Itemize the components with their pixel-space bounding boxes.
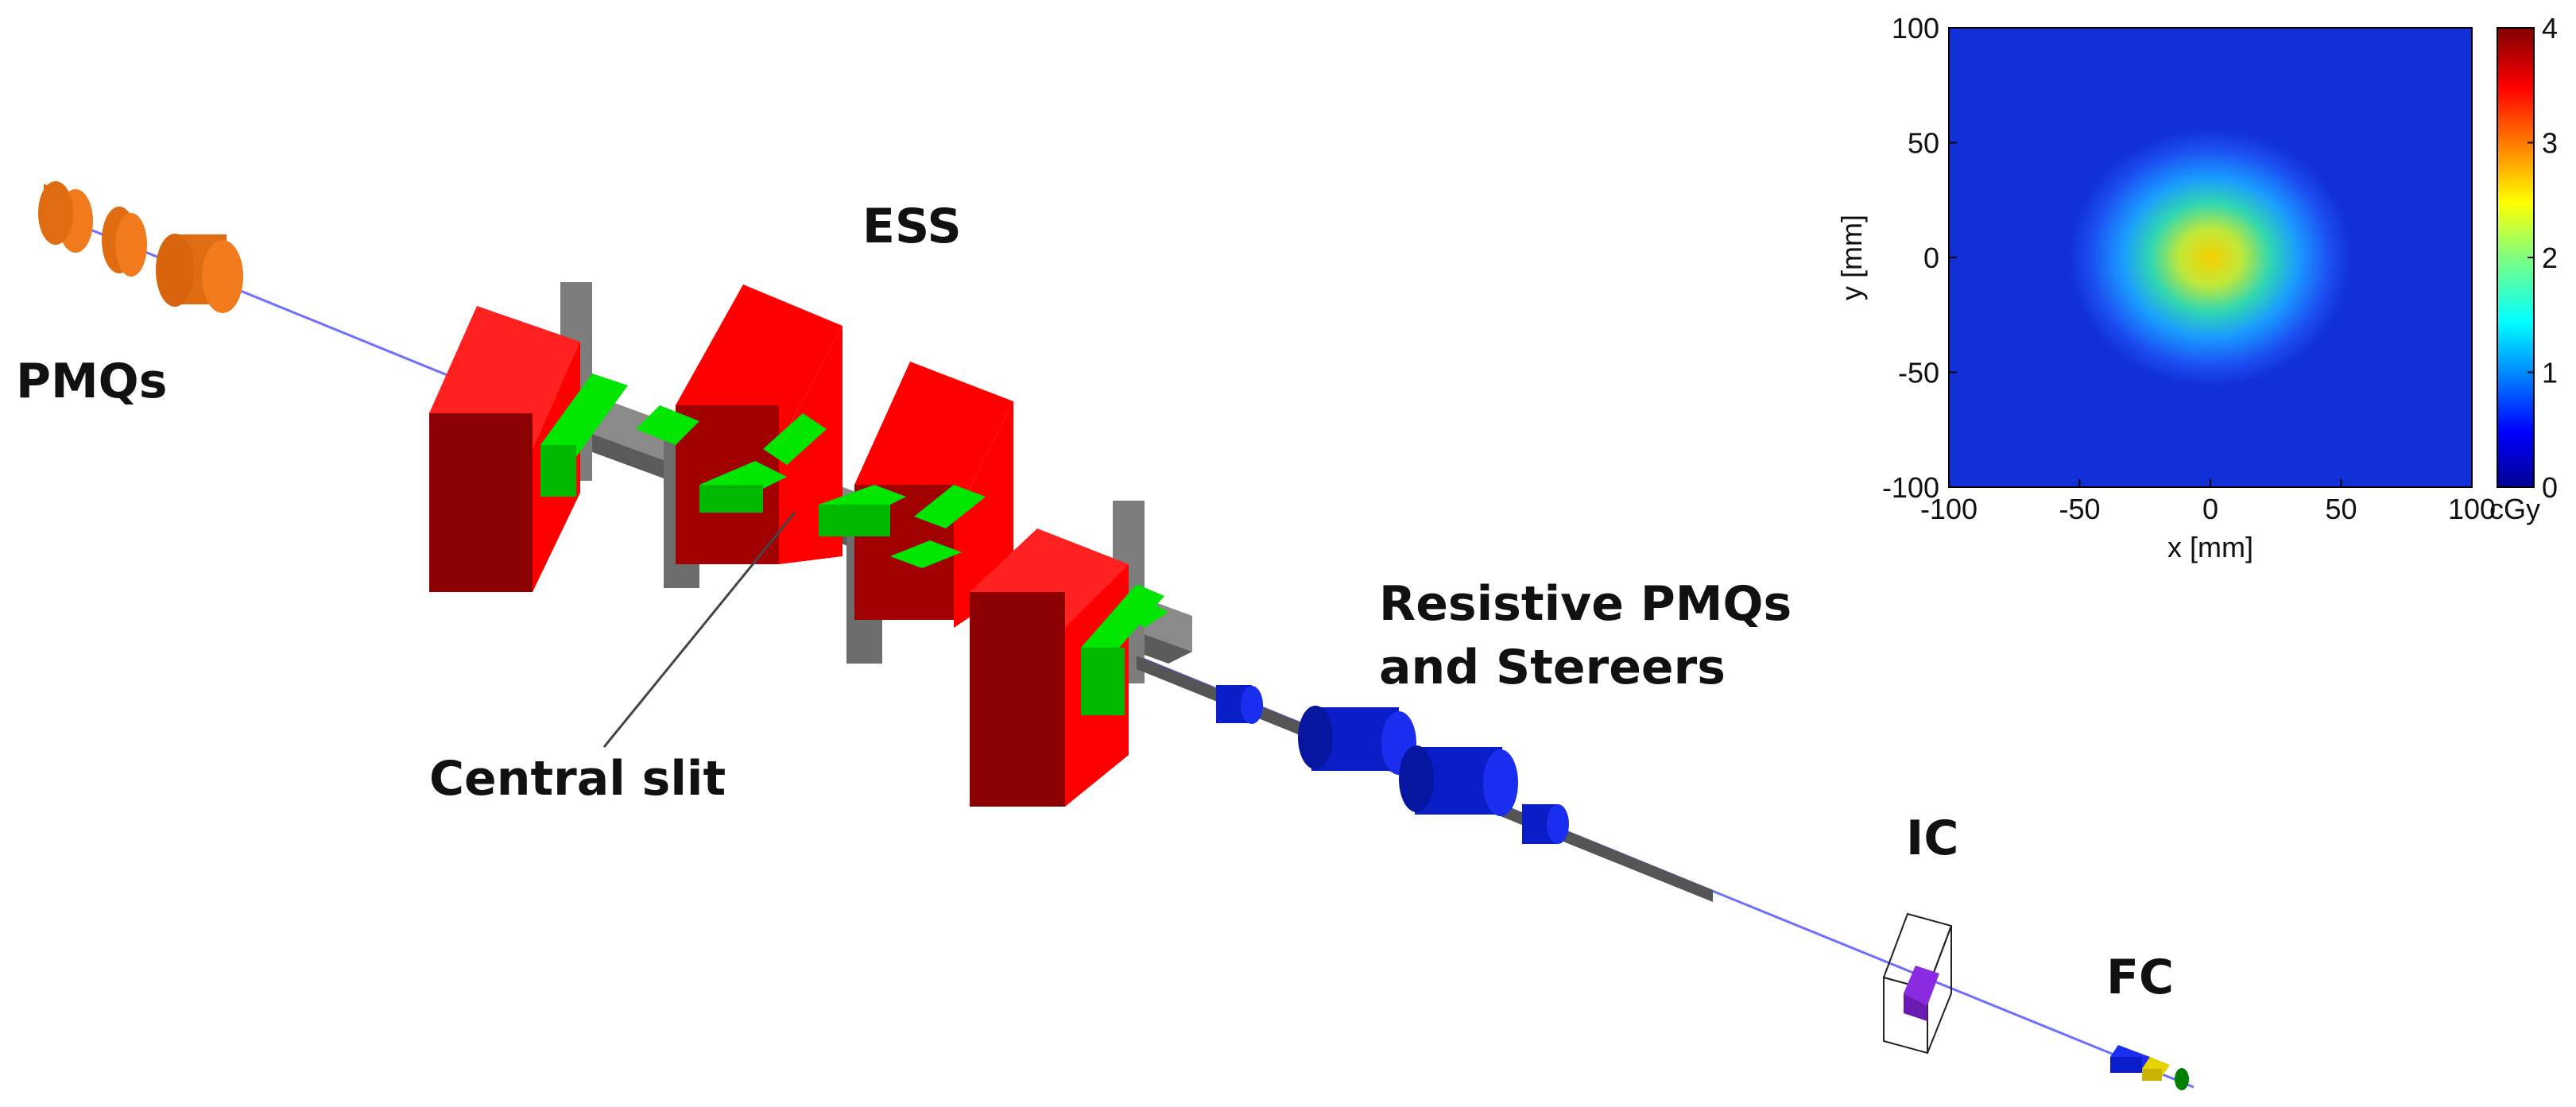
colorbar-tick-label: 4 xyxy=(2542,12,2558,45)
faraday-cup-icon: FC xyxy=(2106,950,2189,1090)
ic-label: IC xyxy=(1906,811,1958,866)
colorbar-unit: cGy xyxy=(2489,493,2540,525)
pmq-cylinder-icon xyxy=(102,207,147,277)
central-slit-pointer xyxy=(602,512,796,748)
ess-label: ESS xyxy=(862,199,962,254)
quadrupole-cylinder-icon xyxy=(1298,706,1416,775)
quadrupole-cylinder-icon xyxy=(1399,745,1518,816)
heatmap-xtick-label: 100 xyxy=(2448,493,2496,525)
dipole-magnet-icon xyxy=(429,306,580,592)
quadrupole-cylinder-icon xyxy=(1216,685,1263,724)
resistive-label-line1: Resistive PMQs xyxy=(1379,576,1792,632)
heatmap-ytick-label: -100 xyxy=(1882,471,1939,504)
central-slit-label: Central slit xyxy=(429,751,726,807)
ionization-chamber-icon: IC xyxy=(1882,811,1958,1055)
heatmap-xtick-label: 0 xyxy=(2202,493,2218,525)
heatmap-xtick-label: -100 xyxy=(1920,493,1978,525)
heatmap-xtick-label: -50 xyxy=(2059,493,2100,525)
heatmap-dose-spot xyxy=(2069,129,2352,386)
green-yoke xyxy=(540,374,1168,715)
heatmap-xtick-label: 50 xyxy=(2325,493,2357,525)
heatmap-ytick-label: 50 xyxy=(1908,127,1939,160)
dose-heatmap: -100 -50 0 50 100 100 50 0 -50 -100 x [mm] y [mm… xyxy=(1835,12,2558,563)
quadrupole-cylinder-icon xyxy=(1522,804,1569,844)
colorbar-tick-label: 3 xyxy=(2542,127,2558,160)
pmq-cylinder-icon xyxy=(156,234,243,313)
colorbar-tick-label: 1 xyxy=(2542,357,2558,389)
resistive-group: Resistive PMQs and Stereers xyxy=(1137,576,1792,902)
heatmap-ytick-label: 0 xyxy=(1923,242,1939,274)
colorbar-tick-label: 2 xyxy=(2542,242,2558,274)
pmqs-label: PMQs xyxy=(16,354,167,409)
pmq-cylinder-icon xyxy=(38,181,93,253)
heatmap-ylabel: y [mm] xyxy=(1835,215,1868,300)
colorbar-tick-label: 0 xyxy=(2542,471,2558,504)
heatmap-ytick-label: -50 xyxy=(1898,357,1939,389)
pmq-group: PMQs xyxy=(16,181,243,409)
fc-label: FC xyxy=(2106,950,2174,1005)
ess-group: ESS Central slit xyxy=(429,199,1192,807)
heatmap-xlabel: x [mm] xyxy=(2167,531,2253,563)
resistive-label-line2: and Stereers xyxy=(1379,640,1726,695)
heatmap-ytick-label: 100 xyxy=(1892,12,1939,45)
